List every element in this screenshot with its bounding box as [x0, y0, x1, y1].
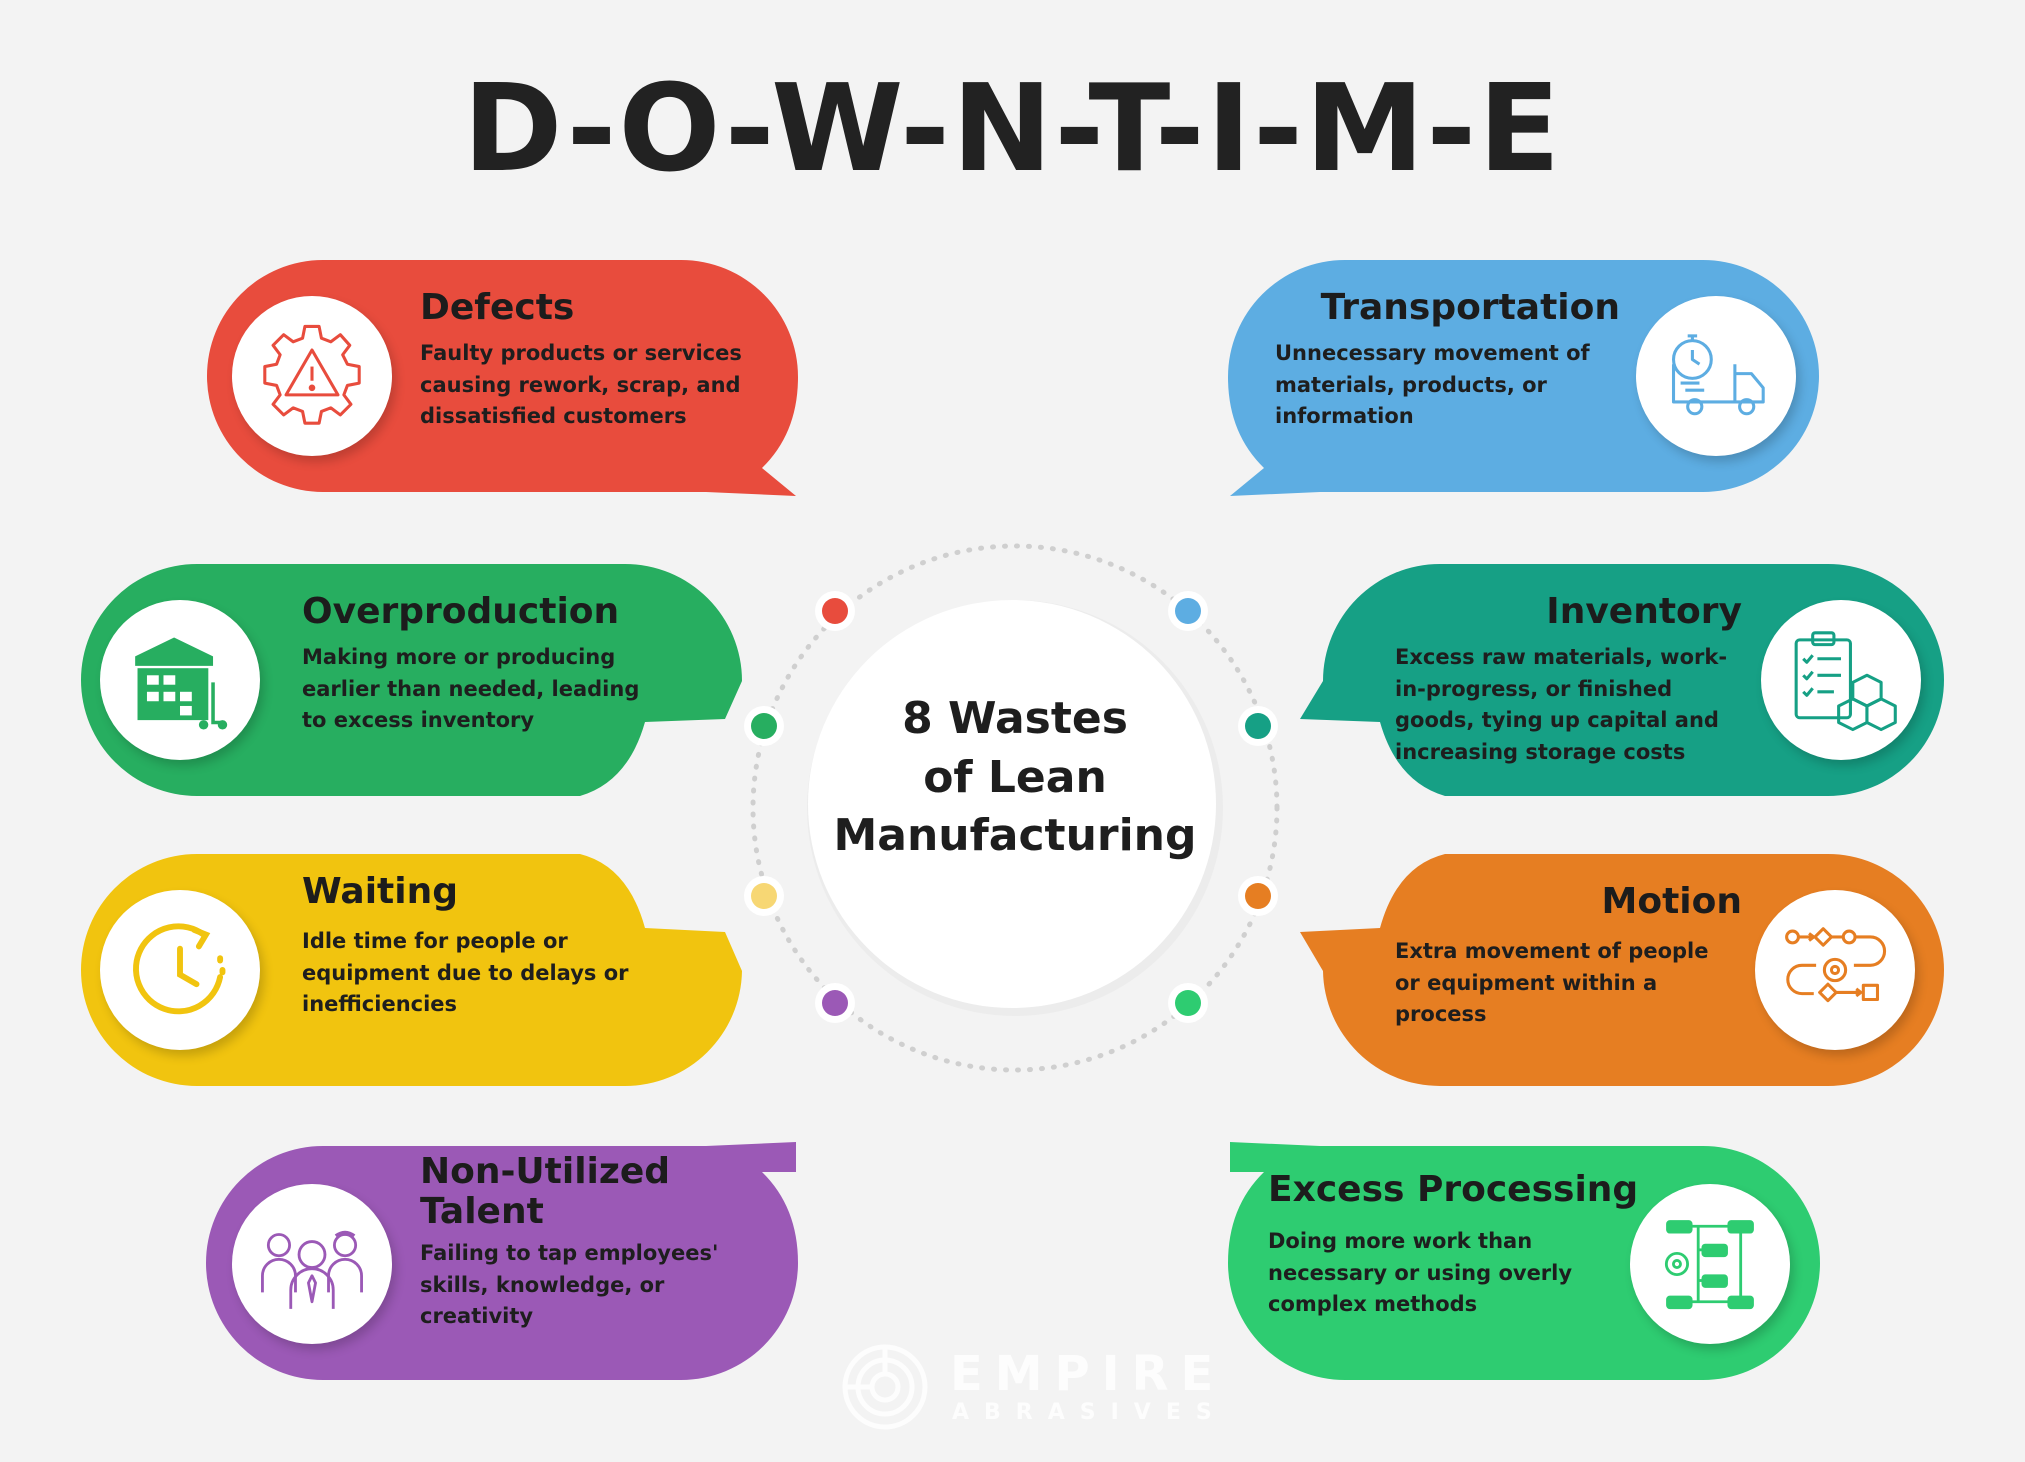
delivery-truck-icon [1671, 334, 1765, 416]
ring-dot-orange [1238, 876, 1278, 916]
waste-motion: Motion Extra movement of people or equip… [1285, 852, 1945, 1092]
transportation-icon-circle [1636, 296, 1796, 456]
ring-dot-yellow [744, 876, 784, 916]
process-flow-icon [1785, 927, 1887, 1003]
inventory-icon-circle [1761, 600, 1921, 760]
motion-description: Extra movement of people or equipment wi… [1395, 939, 1709, 1026]
empire-abrasives-logo: EMPIRE ABRASIVES [840, 1344, 1213, 1430]
center-line-1: 8 Wastes [902, 693, 1128, 744]
waiting-bubble-shape [81, 854, 742, 1086]
inventory-title: Inventory [1546, 591, 1742, 632]
talent-description: Failing to tap employees' skills, knowle… [420, 1241, 719, 1328]
inventory-bubble-shape [1300, 564, 1944, 796]
waste-defects: Defects Faulty products or services caus… [206, 258, 826, 498]
waste-waiting: Waiting Idle time for people or equipmen… [80, 852, 742, 1092]
waiting-title: Waiting [302, 871, 459, 912]
logo-subtitle: ABRASIVES [952, 1400, 1227, 1425]
inventory-description: Excess raw materials, work-in-progress, … [1395, 645, 1728, 764]
waiting-description: Idle time for people or equipment due to… [302, 929, 629, 1016]
overproduction-description: Making more or producing earlier than ne… [302, 645, 640, 732]
page-title: D-O-W-N-T-I-M-E [462, 60, 1563, 199]
defects-title: Defects [420, 287, 575, 328]
transportation-title: Transportation [1320, 287, 1620, 328]
defects-description: Faulty products or services causing rewo… [420, 341, 742, 428]
processing-icon-circle [1630, 1184, 1790, 1344]
center-line-2: of Lean [923, 751, 1107, 803]
clipboard-boxes-icon [1794, 631, 1897, 732]
center-label: 8 Wastes of Lean Manufacturing [790, 690, 1240, 866]
flowchart-gear-icon [1664, 1220, 1754, 1310]
ring-dot-purple [815, 983, 855, 1023]
clock-icon [133, 923, 226, 1015]
waste-transportation: Transportation Unnecessary movement of m… [1200, 258, 1820, 498]
motion-title: Motion [1601, 881, 1742, 922]
logo-mark-icon [842, 1344, 928, 1430]
overproduction-title: Overproduction [302, 591, 620, 632]
warehouse-icon [135, 637, 228, 730]
processing-description: Doing more work than necessary or using … [1268, 1229, 1573, 1316]
talent-icon-circle [232, 1184, 392, 1344]
ring-dot-red [815, 591, 855, 631]
overproduction-bubble-shape [81, 564, 742, 796]
ring-dot-green [744, 706, 784, 746]
defects-icon-circle [232, 296, 392, 456]
logo-name: EMPIRE [950, 1346, 1226, 1402]
transportation-description: Unnecessary movement of materials, produ… [1275, 341, 1590, 428]
people-icon [261, 1230, 363, 1309]
waste-inventory: Inventory Excess raw materials, work-in-… [1285, 562, 1945, 802]
motion-icon-circle [1755, 890, 1915, 1050]
ring-dot-lightgreen [1168, 983, 1208, 1023]
waiting-icon-circle [100, 890, 260, 1050]
gear-warning-icon [263, 324, 361, 425]
center-line-3: Manufacturing [833, 810, 1197, 862]
ring-dot-blue [1168, 591, 1208, 631]
waste-overproduction: Overproduction Making more or producing … [80, 562, 742, 802]
processing-title: Excess Processing [1268, 1169, 1639, 1210]
waste-processing: Excess Processing Doing more work than n… [1200, 1142, 1820, 1382]
waste-talent: Non-Utilized Talent Failing to tap emplo… [206, 1142, 826, 1382]
ring-dot-teal [1238, 706, 1278, 746]
talent-title: Non-Utilized Talent [420, 1151, 671, 1232]
overproduction-icon-circle [100, 600, 260, 760]
